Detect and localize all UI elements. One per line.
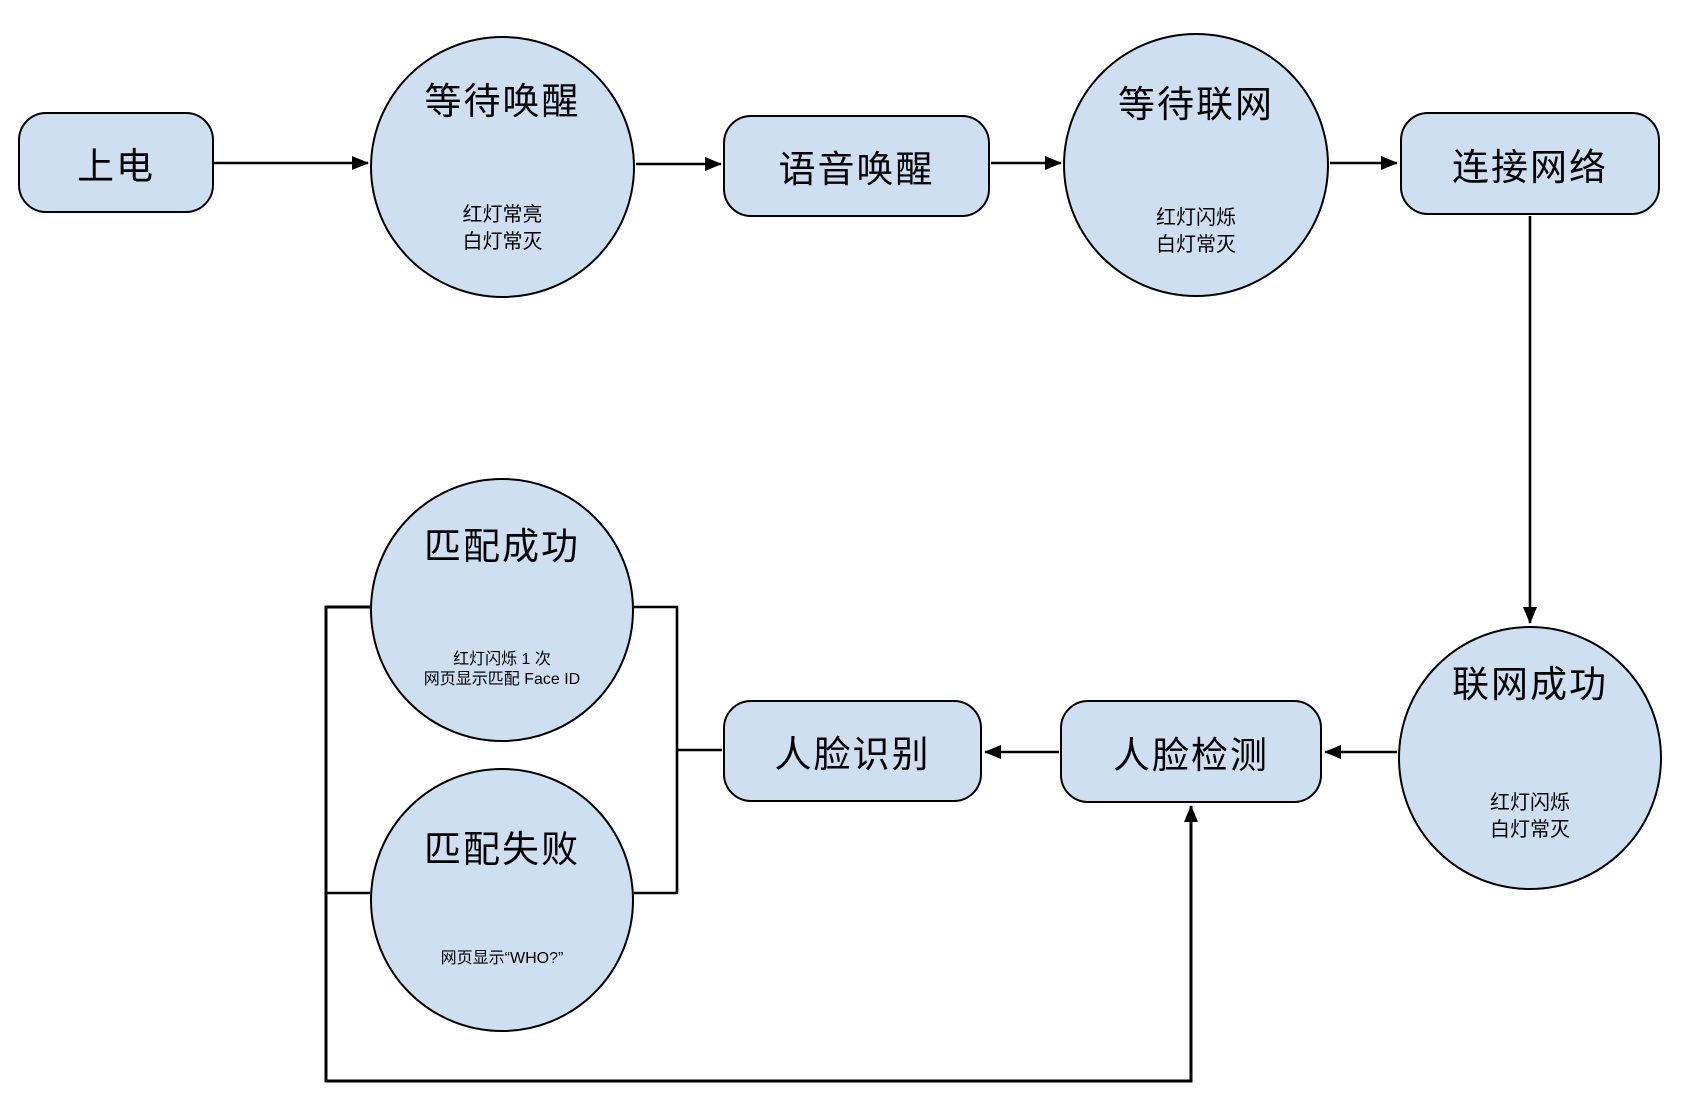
node-power-on: 上电 (18, 112, 214, 213)
node-connect-network: 连接网络 (1400, 112, 1660, 215)
node-wait-wake: 等待唤醒 红灯常亮 白灯常灭 (370, 36, 635, 298)
note-line: 网页显示“WHO?” (440, 950, 564, 967)
node-match-fail-label: 匹配失败 (424, 829, 580, 870)
note-line: 白灯常灭 (1156, 234, 1236, 256)
node-face-recognize-label: 人脸识别 (774, 734, 931, 775)
node-match-success: 匹配成功 红灯闪烁 1 次 网页显示匹配 Face ID (370, 478, 634, 742)
note-line: 红灯闪烁 (1156, 207, 1236, 229)
connector-match-results-right (634, 605, 679, 895)
node-match-success-note: 红灯闪烁 1 次 网页显示匹配 Face ID (372, 650, 632, 690)
node-wait-network-note: 红灯闪烁 白灯常灭 (1065, 205, 1327, 259)
node-face-detect-label: 人脸检测 (1113, 734, 1269, 776)
node-match-success-label: 匹配成功 (424, 526, 580, 567)
node-wait-wake-note: 红灯常亮 白灯常灭 (372, 202, 633, 256)
node-voice-wake: 语音唤醒 (723, 115, 990, 217)
node-network-success-note: 红灯闪烁 白灯常灭 (1400, 790, 1660, 844)
note-line: 红灯常亮 (462, 204, 543, 226)
note-line: 白灯常灭 (1490, 819, 1570, 841)
loop-match-results-to-face-detect (324, 605, 1198, 1083)
node-face-detect: 人脸检测 (1060, 700, 1322, 803)
node-match-fail-note: 网页显示“WHO?” (372, 949, 632, 969)
node-network-success-label: 联网成功 (1452, 664, 1608, 705)
node-connect-network-label: 连接网络 (1452, 146, 1608, 188)
node-face-recognize: 人脸识别 (723, 700, 982, 802)
note-line: 网页显示匹配 Face ID (423, 671, 581, 688)
node-power-on-label: 上电 (77, 145, 155, 187)
note-line: 白灯常灭 (462, 231, 543, 253)
node-voice-wake-label: 语音唤醒 (778, 149, 935, 190)
note-line: 红灯闪烁 (1490, 792, 1570, 814)
node-wait-network: 等待联网 红灯闪烁 白灯常灭 (1063, 33, 1329, 297)
node-wait-wake-label: 等待唤醒 (424, 81, 581, 122)
note-line: 红灯闪烁 1 次 (453, 651, 551, 668)
node-match-fail: 匹配失败 网页显示“WHO?” (370, 768, 634, 1032)
node-wait-network-label: 等待联网 (1118, 84, 1274, 125)
node-network-success: 联网成功 红灯闪烁 白灯常灭 (1398, 626, 1662, 890)
